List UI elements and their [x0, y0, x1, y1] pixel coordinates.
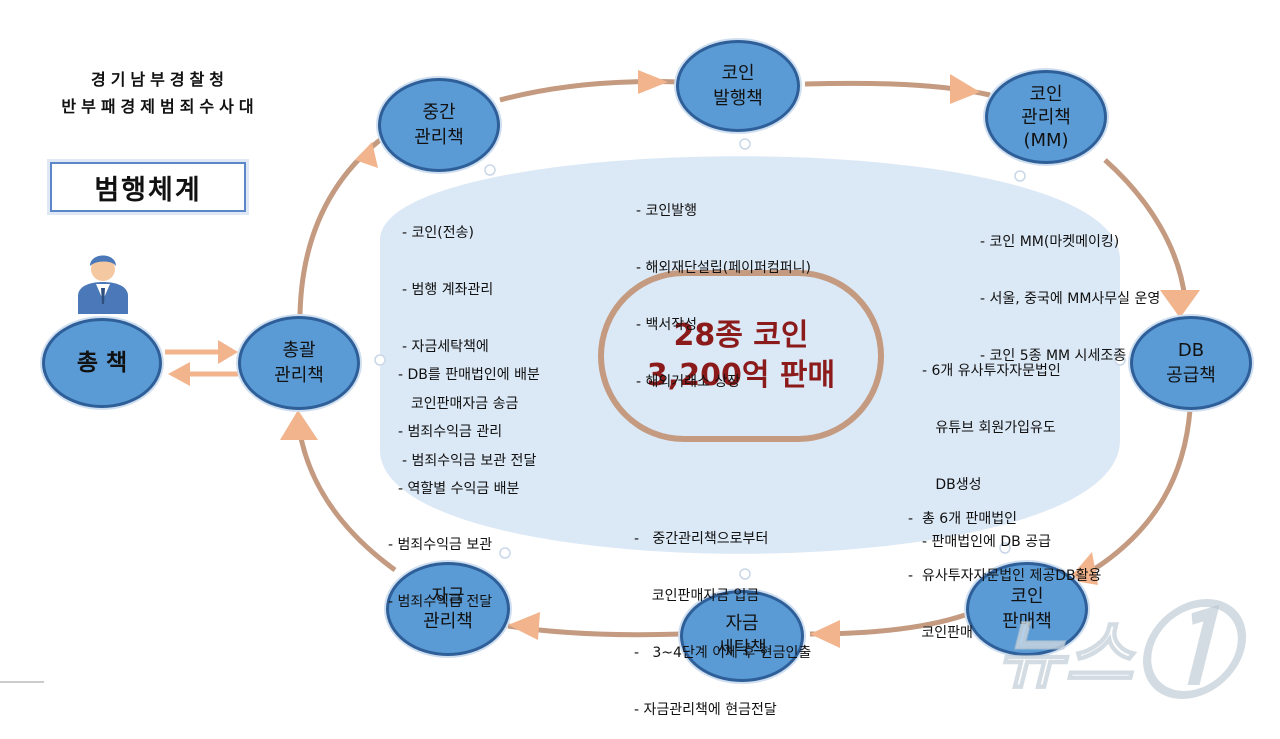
note-line: - 자금세탁책에	[402, 339, 489, 355]
arrow-to-db	[1160, 290, 1200, 318]
node-db-supplier: DB 공급책	[1130, 316, 1252, 410]
note-line: - 코인발행	[636, 203, 698, 219]
node-fund-launderer: 자금 세탁책	[680, 590, 804, 682]
note-line: DB생성	[922, 477, 982, 493]
note-line: - 범행 계좌관리	[402, 282, 494, 298]
diagram-title: 범행체계	[50, 162, 246, 212]
note-line: - 서울, 중국에 MM사무실 운영	[980, 291, 1161, 307]
node-chief: 총 책	[42, 318, 162, 408]
node-fund-manager: 자금 관리책	[386, 562, 510, 656]
center-ring	[598, 270, 884, 442]
note-line: - 판매법인에 DB 공급	[922, 534, 1051, 550]
note-line: - 백서작성	[636, 317, 698, 333]
note-line: - 해외거래소 상장	[636, 374, 741, 390]
note-line: 유튜브 회원가입유도	[922, 420, 1056, 436]
loop-arrows	[280, 70, 1200, 648]
org-name-line1: 경기남부경찰청	[90, 70, 230, 89]
note-line: - 범죄수익금 관리	[398, 424, 503, 440]
note-line: - 총 6개 판매법인	[908, 511, 1018, 527]
note-line: - 역할별 수익금 배분	[398, 481, 520, 497]
arrow-to-seller	[1068, 552, 1098, 585]
note-line: - 중간관리책으로부터	[634, 531, 769, 547]
node-general-manager: 총괄 관리책	[238, 316, 360, 410]
arrow-to-fund-manager	[508, 612, 540, 640]
arrow-to-middle	[355, 142, 378, 168]
note-db-supplier: - 6개 유사투자자문법인 유튜브 회원가입유도 DB생성 - 판매법인에 DB…	[922, 324, 1061, 571]
node-coin-issuer: 코인 발행책	[676, 40, 800, 132]
note-middle-manager: - 코인(전송) - 범행 계좌관리 - 자금세탁책에 코인판매자금 송금 - …	[402, 186, 536, 490]
note-line: - 해외재단설립(페이퍼컴퍼니)	[636, 260, 811, 276]
note-line: - 코인(전송)	[402, 225, 474, 241]
note-line: - 범죄수익금 보관	[388, 537, 493, 553]
center-line1: 28종 코인	[673, 318, 809, 353]
note-coin-manager: - 코인 MM(마켓메이킹) - 서울, 중국에 MM사무실 운영 - 코인 5…	[980, 195, 1160, 385]
note-line: 코인판매자금 송금	[402, 396, 519, 412]
node-middle-manager: 중간 관리책	[378, 78, 500, 172]
org-name-line2: 반부패경제범죄수사대	[61, 97, 259, 116]
arrow-to-issuer	[638, 70, 668, 94]
person-icon	[78, 255, 128, 314]
arrow-to-launderer	[810, 620, 840, 648]
note-line: - 3~4단계 이체 후 현금인출	[634, 645, 812, 661]
note-general-manager: - DB를 판매법인에 배분 - 범죄수익금 관리 - 역할별 수익금 배분	[398, 328, 540, 518]
note-line: - 범죄수익금 보관 전달	[402, 453, 537, 469]
note-line: - 6개 유사투자자문법인	[922, 363, 1061, 379]
arrow-to-general	[280, 410, 318, 440]
note-line: - 코인 MM(마켓메이킹)	[980, 234, 1120, 250]
field-handles	[374, 138, 1126, 580]
chief-general-arrows	[165, 340, 238, 386]
note-fund-launderer: - 중간관리책으로부터 코인판매자금 입금 - 3~4단계 이체 후 현금인출 …	[634, 492, 811, 739]
svg-text:뉴스: 뉴스	[997, 613, 1136, 699]
note-coin-issuer: - 코인발행 - 해외재단설립(페이퍼컴퍼니) - 백서작성 - 해외거래소 상…	[636, 164, 811, 411]
news1-watermark-logo: 뉴스	[996, 599, 1247, 700]
note-line: - 자금관리책에 현금전달	[634, 702, 777, 718]
note-line: - 코인 5종 MM 시세조종	[980, 348, 1127, 364]
note-fund-manager: - 범죄수익금 보관 - 범죄수익금 전달	[388, 498, 492, 631]
note-coin-seller: - 총 6개 판매법인 - 유사투자자문법인 제공DB활용 코인판매	[908, 472, 1101, 662]
note-line: - 범죄수익금 전달	[388, 594, 493, 610]
center-line2: 3,200억 판매	[646, 358, 836, 393]
node-coin-seller: 코인 판매책	[966, 562, 1088, 656]
note-line: 코인판매	[908, 625, 973, 641]
node-coin-manager: 코인 관리책 (MM)	[985, 70, 1107, 164]
center-summary: 28종 코인 3,200억 판매	[598, 270, 884, 442]
note-line: - DB를 판매법인에 배분	[398, 367, 540, 383]
note-line: 코인판매자금 입금	[634, 588, 760, 604]
arrow-to-mm	[950, 74, 980, 104]
note-line: - 유사투자자문법인 제공DB활용	[908, 568, 1102, 584]
